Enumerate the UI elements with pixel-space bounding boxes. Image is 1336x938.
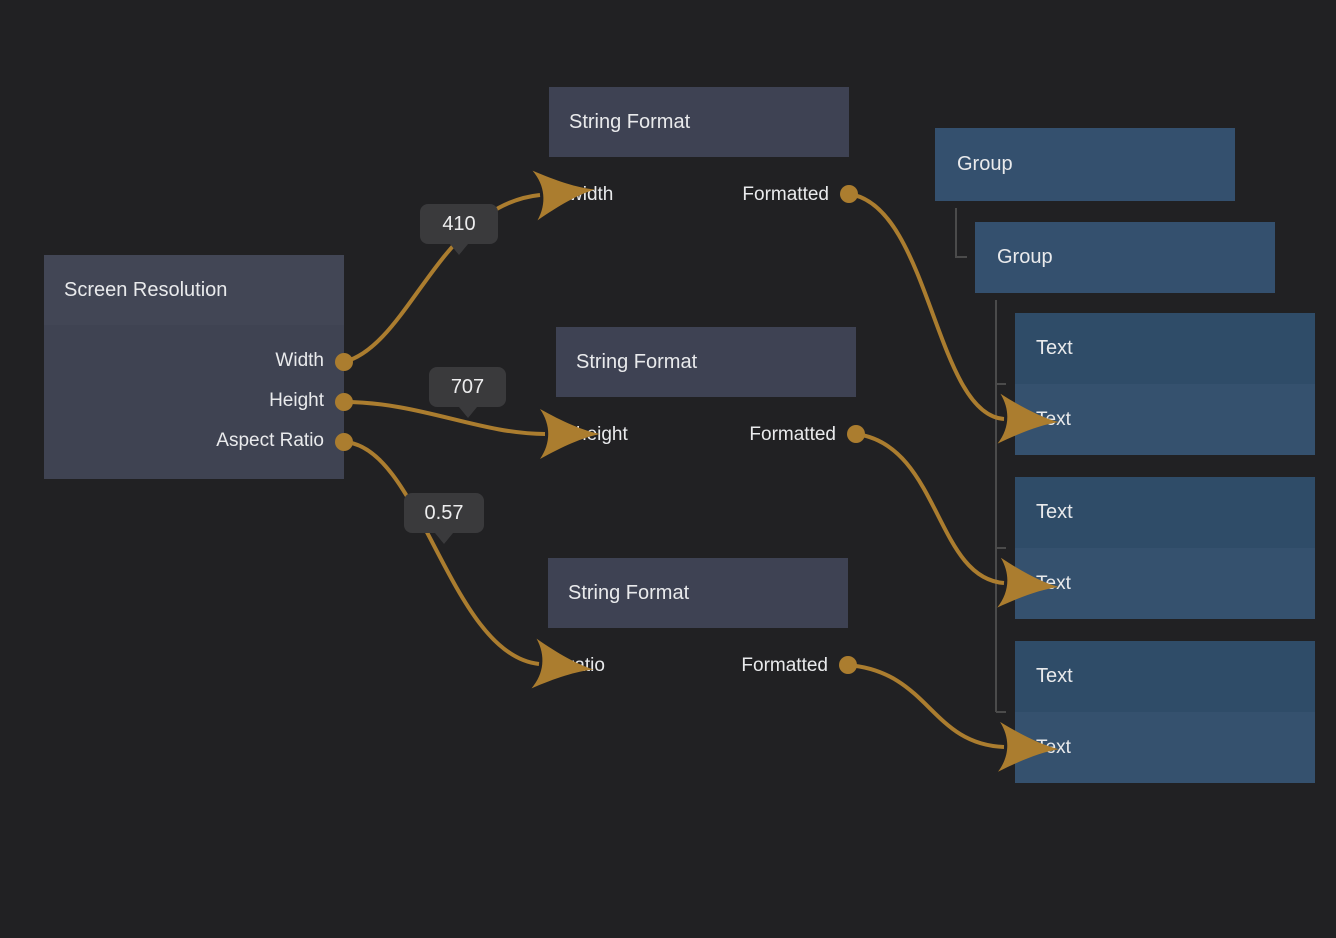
node-title: Group [957, 153, 1013, 175]
input-label-height: height [576, 423, 628, 445]
node-body: Text [1015, 548, 1315, 619]
output-label-formatted: Formatted [741, 654, 828, 676]
node-header[interactable]: String Format [556, 327, 856, 397]
input-label-text: Text [1036, 572, 1071, 594]
wire-value-badge-width: 410 [420, 204, 498, 244]
input-label-ratio: ratio [568, 654, 605, 676]
node-body: width Formatted [549, 157, 849, 232]
wire-aspect-ratio-to-string-format[interactable] [343, 440, 594, 689]
node-group-outer[interactable]: Group [935, 128, 1235, 201]
node-body: ratio Formatted [548, 628, 848, 703]
node-string-format-width[interactable]: String Format width Formatted [549, 87, 849, 232]
wire-formatted-to-text-2[interactable] [855, 432, 1059, 608]
wire-value-badge-ratio: 0.57 [404, 493, 484, 533]
input-label-text: Text [1036, 736, 1071, 758]
output-row-width: Width [44, 341, 344, 381]
input-label-width: width [569, 183, 614, 205]
node-title: Text [1036, 337, 1073, 359]
node-body: Text [1015, 384, 1315, 455]
output-label-formatted: Formatted [742, 183, 829, 205]
node-title: String Format [569, 110, 691, 133]
node-title: Group [997, 246, 1053, 268]
wire-value-height: 707 [450, 375, 485, 398]
output-label-aspect-ratio: Aspect Ratio [216, 430, 324, 451]
node-body: height Formatted [556, 397, 856, 472]
wire-value-width: 410 [442, 212, 476, 235]
node-screen-resolution[interactable]: Screen Resolution Width Height Aspect Ra… [44, 255, 344, 479]
node-title: Text [1036, 501, 1073, 523]
node-group-inner[interactable]: Group [975, 222, 1275, 293]
hierarchy-connector-texts [995, 300, 1006, 713]
node-title: String Format [568, 581, 690, 604]
node-body: Width Height Aspect Ratio [44, 325, 344, 479]
node-title: Screen Resolution [64, 278, 228, 301]
wire-value-ratio: 0.57 [424, 501, 464, 524]
node-text-ratio[interactable]: Text Text [1015, 641, 1315, 783]
node-text-height[interactable]: Text Text [1015, 477, 1315, 619]
input-label-text: Text [1036, 408, 1071, 430]
output-label-width: Width [275, 350, 324, 371]
node-text-width[interactable]: Text Text [1015, 313, 1315, 455]
wire-value-badge-height: 707 [429, 367, 506, 407]
node-header[interactable]: String Format [549, 87, 849, 157]
hierarchy-connector-group [955, 208, 967, 258]
node-title: String Format [576, 350, 698, 373]
output-label-height: Height [269, 390, 324, 411]
node-header[interactable]: Text [1015, 313, 1315, 384]
node-title: Text [1036, 665, 1073, 687]
output-row-height: Height [44, 381, 344, 421]
node-string-format-height[interactable]: String Format height Formatted [556, 327, 856, 472]
node-header[interactable]: Text [1015, 477, 1315, 548]
output-row-aspect-ratio: Aspect Ratio [44, 421, 344, 461]
output-label-formatted: Formatted [749, 423, 836, 445]
node-string-format-ratio[interactable]: String Format ratio Formatted [548, 558, 848, 703]
node-header[interactable]: Text [1015, 641, 1315, 712]
node-body: Text [1015, 712, 1315, 783]
node-header[interactable]: Screen Resolution [44, 255, 344, 325]
node-header[interactable]: String Format [548, 558, 848, 628]
wire-formatted-to-text-3[interactable] [847, 663, 1059, 772]
